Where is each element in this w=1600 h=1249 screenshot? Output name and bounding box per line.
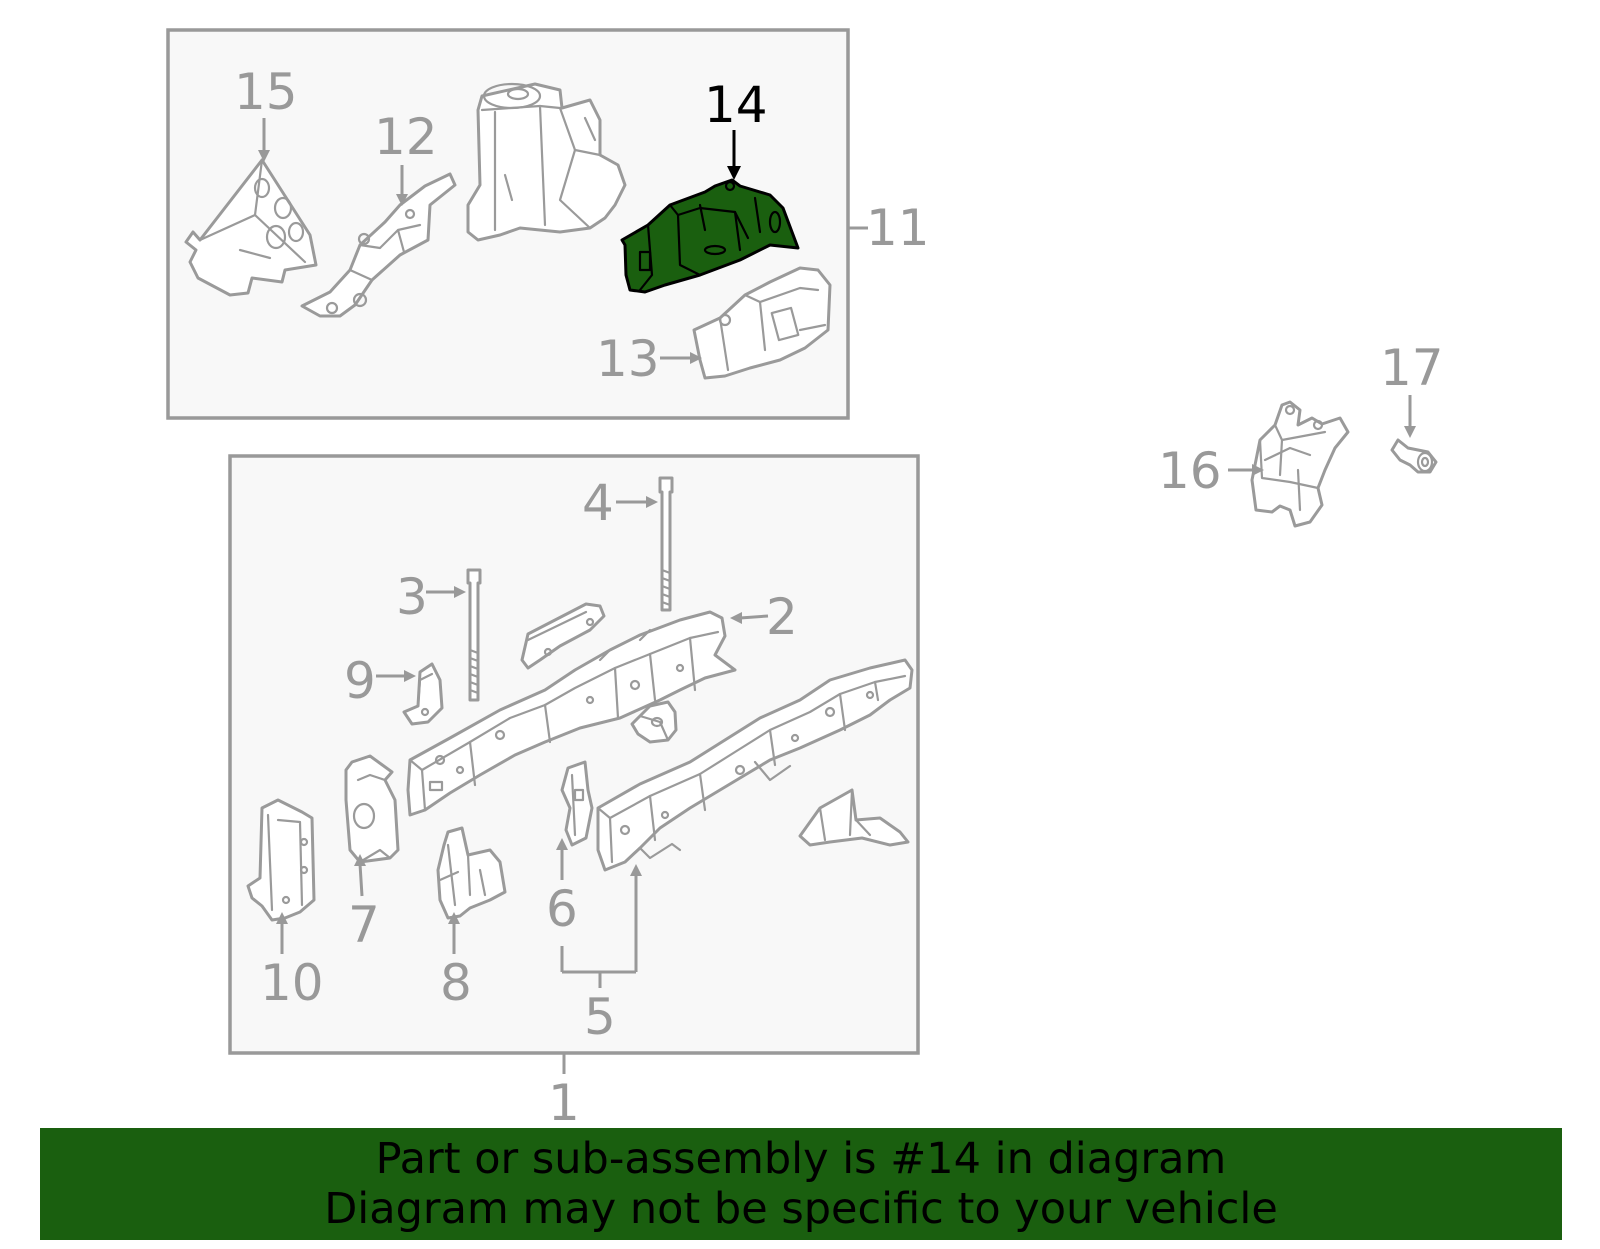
callout-11: 11: [866, 199, 930, 257]
callout-2: 2: [766, 588, 798, 646]
callout-6: 6: [546, 880, 578, 938]
banner-line-part-number: Part or sub-assembly is #14 in diagram: [375, 1134, 1227, 1184]
part-2[interactable]: [406, 610, 737, 817]
info-banner: Part or sub-assembly is #14 in diagram D…: [40, 1128, 1562, 1240]
callout-8: 8: [440, 954, 472, 1012]
part-7[interactable]: [344, 754, 400, 864]
callout-17: 17: [1380, 339, 1444, 397]
part-15[interactable]: [184, 158, 318, 297]
leader-lines: [258, 118, 1416, 1074]
callout-16: 16: [1158, 442, 1222, 500]
part-5[interactable]: [596, 658, 914, 872]
part-13[interactable]: [692, 266, 832, 380]
callout-13: 13: [596, 330, 660, 388]
part-right-bracket[interactable]: [798, 788, 910, 847]
part-6[interactable]: [560, 760, 594, 847]
callout-labels: 15 12 14 11 13 17 16 4 3 2 9 7 6 10 8 5 …: [234, 63, 1444, 1132]
callout-4: 4: [582, 474, 614, 532]
callout-14[interactable]: 14: [704, 76, 768, 134]
part-upper-bracket[interactable]: [520, 602, 606, 670]
part-10[interactable]: [246, 798, 316, 922]
part-14-highlighted[interactable]: [620, 178, 800, 294]
callout-5: 5: [584, 988, 616, 1046]
subassembly-box-1: [228, 454, 920, 1055]
part-8[interactable]: [436, 826, 507, 920]
part-12[interactable]: [300, 172, 457, 318]
callout-12: 12: [374, 108, 438, 166]
callout-10: 10: [260, 954, 324, 1012]
part-center-bracket[interactable]: [630, 700, 678, 744]
part-inner-tower[interactable]: [466, 82, 627, 242]
callout-15: 15: [234, 63, 298, 121]
part-16[interactable]: [1250, 400, 1350, 528]
callout-7: 7: [348, 896, 380, 954]
banner-line-disclaimer: Diagram may not be specific to your vehi…: [324, 1184, 1278, 1234]
callout-9: 9: [344, 652, 376, 710]
part-3[interactable]: [466, 568, 482, 702]
part-9[interactable]: [402, 662, 444, 726]
callout-1: 1: [548, 1074, 580, 1132]
callout-3: 3: [396, 568, 428, 626]
part-4[interactable]: [658, 476, 674, 612]
part-17[interactable]: [1390, 438, 1438, 474]
